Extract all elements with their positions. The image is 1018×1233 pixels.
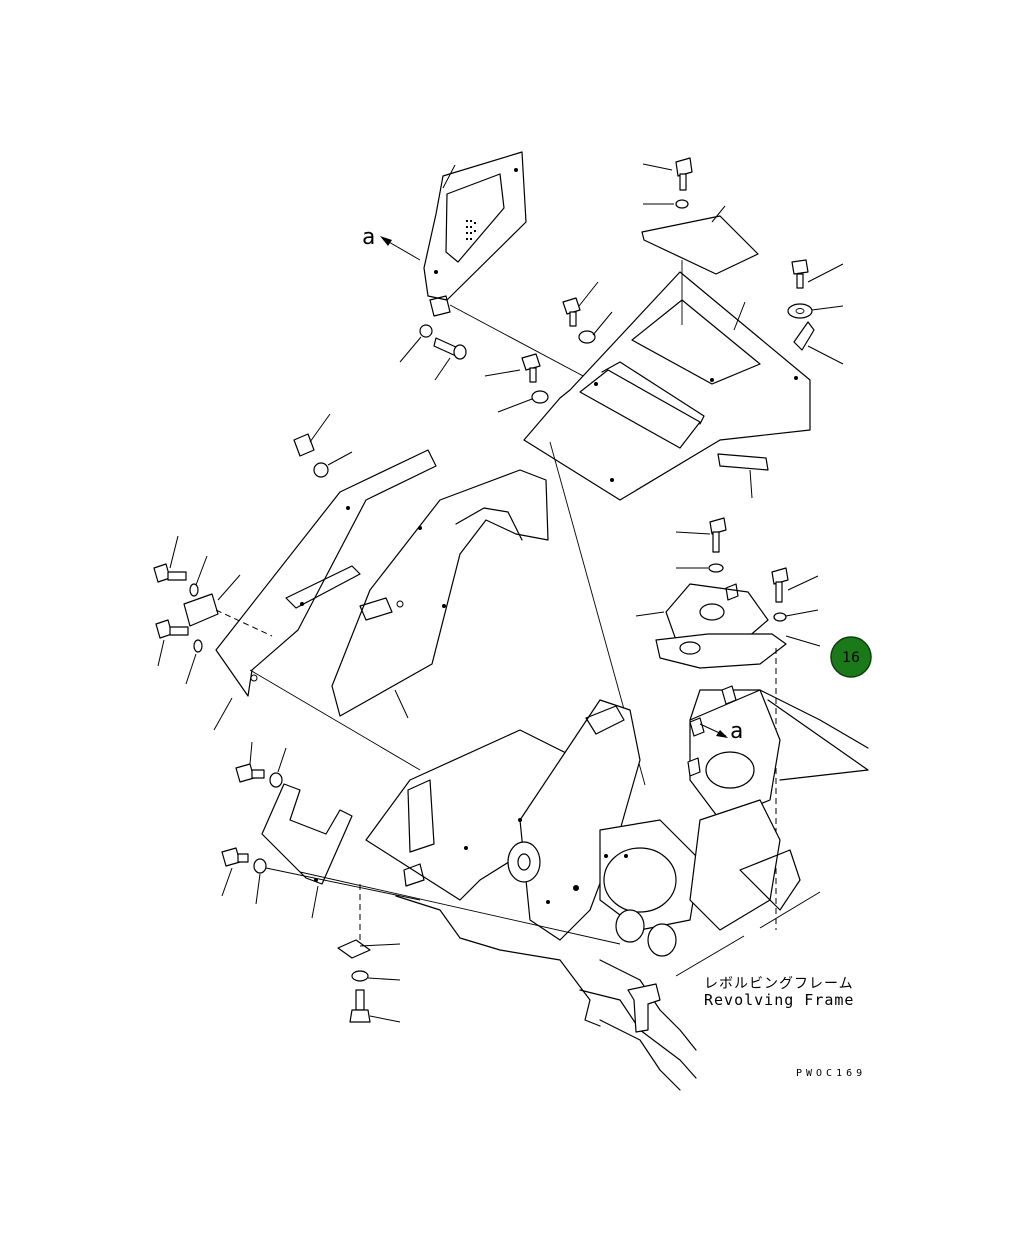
bolt-bottom-1 xyxy=(235,741,287,788)
bolt-washer-group-1 xyxy=(399,324,467,381)
view-arrow-a-top: a xyxy=(362,225,421,261)
bracket-plate xyxy=(261,783,353,919)
grille-pattern xyxy=(466,220,476,240)
bolt-top-right-1 xyxy=(642,157,693,209)
rubber-strip xyxy=(717,453,769,499)
view-label-a: a xyxy=(362,225,375,250)
bolt-bottom-3 xyxy=(349,970,401,1023)
callout-16[interactable]: 16 xyxy=(830,636,872,678)
top-cover-plate xyxy=(641,205,759,275)
bolt-bottom-2 xyxy=(221,847,267,905)
callout-number: 16 xyxy=(842,650,860,666)
bolt-right-2 xyxy=(675,517,727,573)
bolt-right-3 xyxy=(771,567,819,622)
frame-label-en: Revolving Frame xyxy=(704,991,854,1009)
side-panel-left xyxy=(213,449,437,731)
bolt-left-top xyxy=(293,413,353,478)
bolt-right-1 xyxy=(787,259,844,365)
revolving-frame xyxy=(365,685,869,1091)
large-floor-cover xyxy=(523,260,811,501)
side-cover-panel xyxy=(423,151,527,317)
bolt-mid-1 xyxy=(562,281,613,344)
side-panel-center xyxy=(331,469,549,719)
frame-label-jp: レボルビングフレーム xyxy=(704,976,854,992)
mount-plate-lower xyxy=(655,633,821,930)
callout-badge[interactable] xyxy=(830,636,872,678)
drawing-code: PWOC169 xyxy=(796,1068,866,1079)
mount-plate-upper xyxy=(635,583,769,645)
small-bracket xyxy=(337,880,401,959)
view-label-a-frame: a xyxy=(730,719,743,744)
bolt-mid-2 xyxy=(484,353,549,413)
view-arrow-a-frame: a xyxy=(699,719,743,744)
bolt-left-group xyxy=(153,535,273,685)
